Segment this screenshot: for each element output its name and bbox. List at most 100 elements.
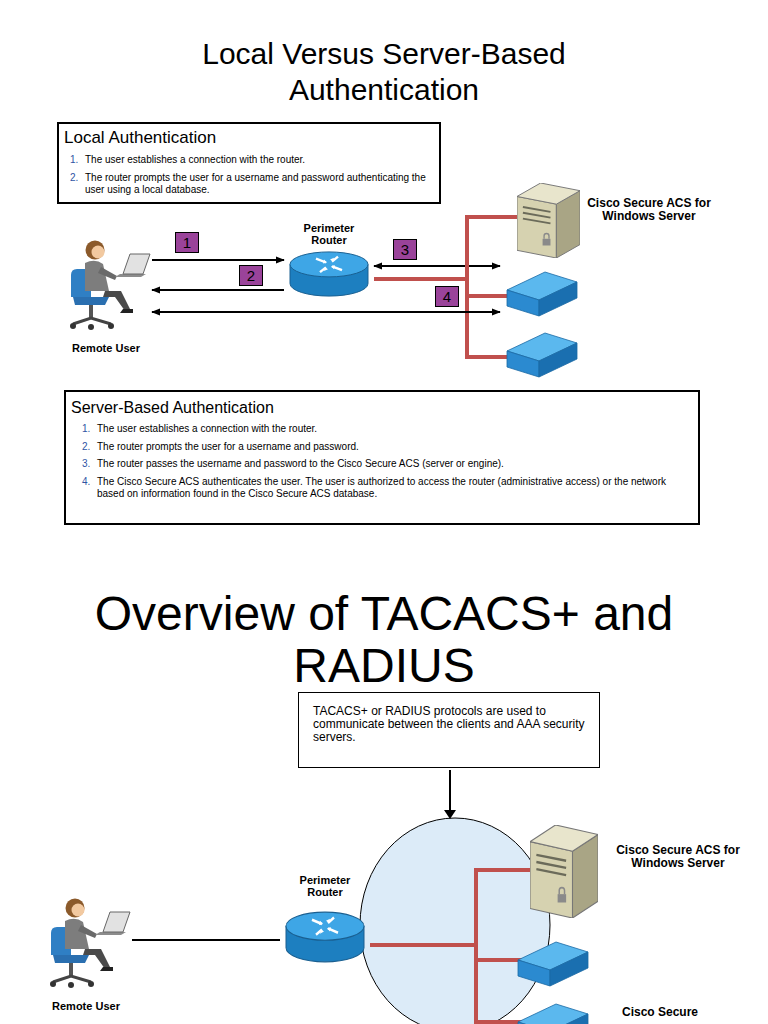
router-icon <box>284 910 366 964</box>
person-icon-part <box>70 323 76 329</box>
person-icon-part <box>92 246 105 259</box>
network-device <box>507 272 577 316</box>
server-icon-part <box>517 183 580 204</box>
network-device <box>518 1004 588 1024</box>
server-icon <box>517 183 580 258</box>
flow-arrow <box>152 259 284 261</box>
server-icon-part <box>523 207 551 223</box>
person-icon-part <box>73 297 109 305</box>
device-label: Cisco Secure <box>622 1005 732 1019</box>
person-icon-part <box>88 324 94 330</box>
item-text: The user establishes a connection with t… <box>97 423 684 436</box>
server-icon <box>517 183 580 258</box>
router-icon <box>288 250 370 298</box>
person-icon-part <box>66 899 85 918</box>
slide-title: Overview of TACACS+ and RADIUS <box>40 588 728 692</box>
list-item: 1.The user establishes a connection with… <box>70 154 431 166</box>
person-icon <box>61 235 151 335</box>
item-number: 3. <box>82 458 97 471</box>
bus-wire <box>465 215 519 359</box>
flow-arrow <box>132 939 280 941</box>
network-device <box>507 333 577 377</box>
router-icon-part <box>286 912 364 940</box>
node-label: Perimeter Router <box>293 874 357 898</box>
acs-server: Cisco Secure ACS for Windows Server <box>500 180 716 325</box>
router-icon <box>288 250 370 298</box>
person-icon-part <box>103 912 130 932</box>
callout-text: TACACS+ or RADIUS protocols are used to … <box>313 705 585 744</box>
item-text: The router passes the username and passw… <box>97 458 684 471</box>
item-text: The user establishes a connection with t… <box>85 154 431 166</box>
node-label: Cisco Secure ACS for Windows Server <box>582 197 716 223</box>
callout-number: 1 <box>175 232 199 253</box>
person-icon-part <box>120 309 133 313</box>
router-icon-part <box>316 257 342 272</box>
info-box: Local Authentication 1.The user establish… <box>57 122 441 204</box>
router-icon-part <box>312 918 338 935</box>
person-icon-part <box>88 981 94 987</box>
person-icon-part <box>103 291 131 311</box>
label-holder: 2 <box>239 265 263 286</box>
node-label: Perimeter Router <box>297 222 361 246</box>
callout-number: 2 <box>239 265 263 286</box>
title-holder: Local Versus Server-Based Authentication <box>174 36 594 108</box>
item-number: 1. <box>82 423 97 436</box>
label-holder: Cisco Secure ACS for Windows Server <box>582 197 716 223</box>
remote-user: Remote User <box>40 893 132 1013</box>
server-icon <box>530 825 598 918</box>
person-icon-part <box>68 982 74 988</box>
person-icon-part <box>83 949 111 969</box>
person-icon-part <box>53 955 89 963</box>
pointer-line <box>449 770 451 811</box>
callout-number: 4 <box>435 286 459 307</box>
person-icon <box>61 235 151 335</box>
item-number: 2. <box>82 441 97 454</box>
item-number: 4. <box>82 476 97 501</box>
node-label: Remote User <box>40 999 132 1013</box>
item-number: 1. <box>70 154 85 166</box>
flow-arrow <box>152 289 284 291</box>
router-icon-part <box>323 258 335 271</box>
label-holder: 1 <box>175 232 199 253</box>
person-icon <box>41 893 131 993</box>
server-icon-part <box>544 233 549 238</box>
item-number: 2. <box>70 172 85 196</box>
router-icon-part <box>319 919 331 934</box>
person-icon-part <box>53 976 91 982</box>
server-icon-part <box>517 196 556 258</box>
server-icon-part <box>543 239 551 246</box>
person-icon-part <box>108 323 114 329</box>
flow-arrow <box>374 265 500 267</box>
info-box: Server-Based Authentication 1.The user es… <box>64 390 700 525</box>
flow-arrow <box>152 311 500 313</box>
pointer-head <box>444 810 456 819</box>
server-icon-part <box>536 855 566 875</box>
list-item: 1.The user establishes a connection with… <box>82 423 684 436</box>
box-heading: Server-Based Authentication <box>71 398 684 418</box>
person-icon <box>41 893 131 993</box>
node-label: Cisco Secure ACS for Windows Server <box>603 844 753 870</box>
callout-number: 3 <box>393 239 417 260</box>
network-link <box>374 217 500 279</box>
network-region <box>360 818 550 1024</box>
person-icon-part <box>123 254 150 274</box>
network-link <box>370 870 512 945</box>
server-icon <box>530 825 598 918</box>
item-text: The router prompts the user for a userna… <box>85 172 431 196</box>
bus-wire <box>474 868 532 1024</box>
list-item: 2.The router prompts the user for a user… <box>70 172 431 196</box>
callout-box: TACACS+ or RADIUS protocols are used to … <box>298 692 600 768</box>
perimeter-router: Perimeter Router <box>280 872 370 964</box>
item-text: The router prompts the user for a userna… <box>97 441 684 454</box>
server-icon-part <box>530 825 598 851</box>
label-holder: 4 <box>435 286 459 307</box>
slide-title: Local Versus Server-Based Authentication <box>174 36 594 108</box>
list-item: 4.The Cisco Secure ACS authenticates the… <box>82 476 684 501</box>
server-icon-part <box>559 888 564 895</box>
perimeter-router: Perimeter Router <box>284 220 374 298</box>
label-holder: Overview of TACACS+ and RADIUS <box>40 588 728 692</box>
person-icon-part <box>98 267 117 280</box>
network-bus <box>474 868 532 1024</box>
box-heading: Local Authentication <box>64 128 431 148</box>
